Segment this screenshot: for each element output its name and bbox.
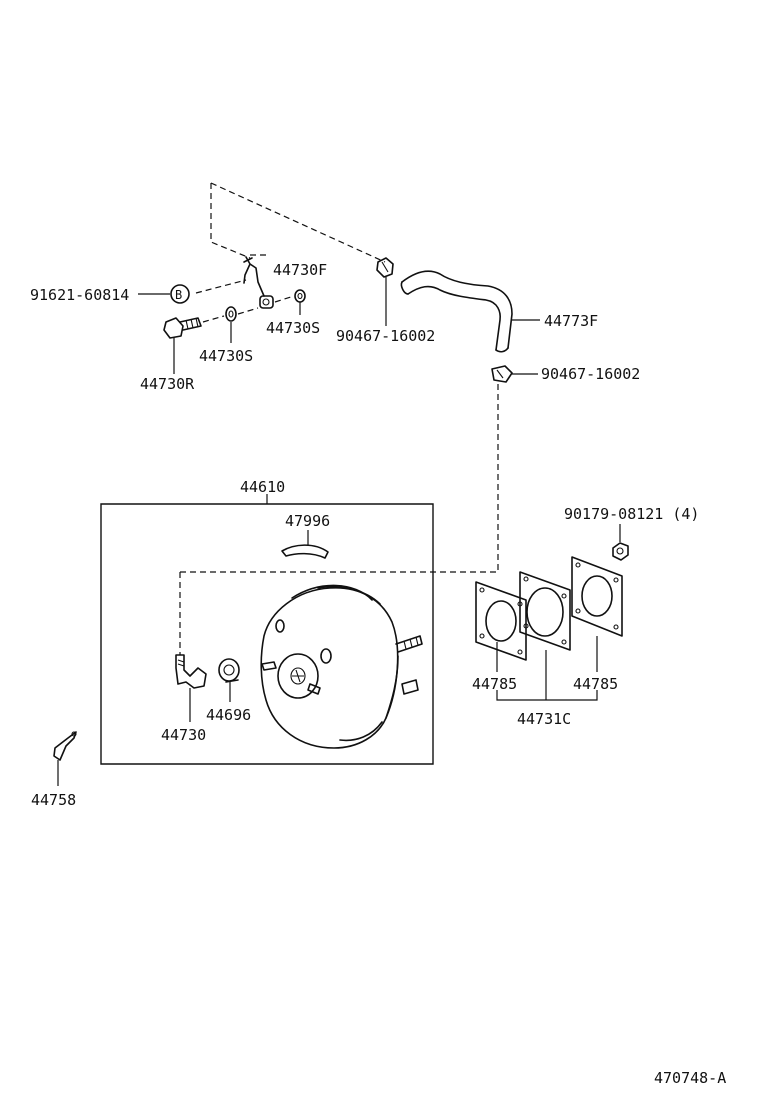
label-90467-16002-bottom: 90467-16002: [541, 365, 640, 383]
reference-b-symbol: [138, 284, 190, 304]
label-91621-60814: 91621-60814: [30, 286, 129, 304]
grommet-44696: [218, 658, 240, 702]
label-44785-right: 44785: [573, 675, 618, 693]
assembly-frame-44610: [100, 494, 434, 765]
label-47996: 47996: [285, 512, 330, 530]
gasket-44785-right: [571, 556, 623, 672]
gasket-47996: [281, 530, 329, 559]
label-circle-b: B: [175, 288, 182, 302]
clamp-44758: [53, 731, 77, 786]
spacer-44731C: [519, 571, 571, 700]
bracket-44730F: [243, 256, 274, 309]
label-44696: 44696: [206, 706, 251, 724]
check-valve-44730: [175, 654, 207, 722]
gasket-44785-left: [475, 581, 527, 672]
label-44773F: 44773F: [544, 312, 598, 330]
label-90179-08121: 90179-08121 (4): [564, 505, 699, 523]
clip-90467-top: [376, 257, 394, 326]
drawing-number: 470748-A: [654, 1069, 726, 1087]
label-44730F: 44730F: [273, 261, 327, 279]
clip-90467-bottom: [491, 365, 538, 383]
washer-44730S-right: [294, 289, 306, 315]
label-44610: 44610: [240, 478, 285, 496]
bracket-leader-44785: [496, 690, 598, 701]
label-44730: 44730: [161, 726, 206, 744]
label-44730S-left: 44730S: [199, 347, 253, 365]
label-44785-left: 44785: [472, 675, 517, 693]
dashed-connector-upper: [195, 182, 386, 323]
dashed-connector-right: [179, 384, 499, 655]
label-44731C: 44731C: [517, 710, 571, 728]
label-44758: 44758: [31, 791, 76, 809]
label-44730R: 44730R: [140, 375, 195, 393]
brake-booster-body: [260, 584, 423, 749]
label-90467-16002-top: 90467-16002: [336, 327, 435, 345]
nut-90179: [612, 524, 629, 561]
label-44730S-right: 44730S: [266, 319, 320, 337]
bolt-44730R: [163, 317, 202, 374]
vacuum-hose-44773F: [400, 270, 540, 353]
washer-44730S-left: [225, 306, 237, 343]
